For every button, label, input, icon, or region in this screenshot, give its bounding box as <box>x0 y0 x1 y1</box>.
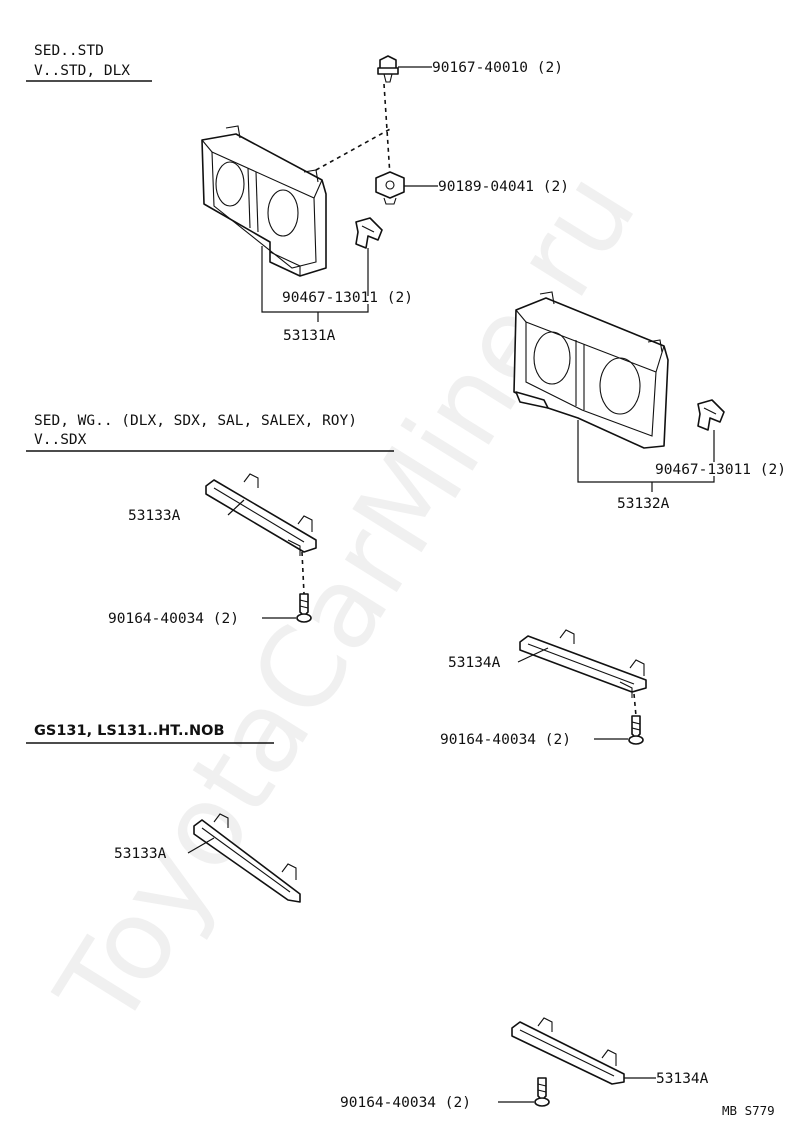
watermark: ToyotaCarMine.ru <box>32 151 661 1050</box>
header-group2-line1: SED, WG.. (DLX, SDX, SAL, SALEX, ROY) <box>34 413 357 429</box>
callout-90164-40034-middle: 90164-40034 (2) <box>440 732 571 748</box>
header-group1-line1: SED..STD <box>34 43 104 59</box>
callout-53131a: 53131A <box>283 328 336 344</box>
callout-53132a: 53132A <box>617 496 670 512</box>
headlamp-bezel-53131a <box>201 125 327 277</box>
clip-90467-13011-right-icon <box>697 399 725 431</box>
screw-90164-40034-lower-icon <box>534 1077 550 1107</box>
leader-line <box>517 647 549 663</box>
header-group2-line2: V..SDX <box>34 432 87 448</box>
assembly-line <box>301 551 305 595</box>
callout-90467-13011-upper: 90467-13011 (2) <box>282 290 413 306</box>
callout-90167-40010: 90167-40010 (2) <box>432 60 563 76</box>
nut-90189-04041-icon <box>375 171 405 205</box>
callout-53134a-lower: 53134A <box>656 1071 709 1087</box>
bracket-53133a-lower <box>193 813 301 903</box>
callout-53134a-upper: 53134A <box>448 655 501 671</box>
bracket-53134a-upper <box>519 629 647 698</box>
callout-90164-40034-upper: 90164-40034 (2) <box>108 611 239 627</box>
assembly-line <box>633 693 637 717</box>
diagram-code: MB S779 <box>722 1103 775 1118</box>
bracket-53134a-lower <box>511 1017 625 1085</box>
clip-90167-40010-icon <box>377 55 399 83</box>
leader-line <box>577 420 715 483</box>
leader-line <box>261 246 369 313</box>
clip-90467-13011-icon <box>355 217 383 249</box>
callout-53133a-lower: 53133A <box>114 846 167 862</box>
header-group3: GS131, LS131..HT..NOB <box>34 723 225 739</box>
header-group1-line2: V..STD, DLX <box>34 63 130 79</box>
bracket-53133a-upper <box>205 473 317 556</box>
screw-90164-40034-icon <box>296 593 312 623</box>
leader-line <box>227 499 245 516</box>
callout-90164-40034-lower: 90164-40034 (2) <box>340 1095 471 1111</box>
headlamp-bezel-53132a <box>513 291 669 449</box>
callout-53133a-upper: 53133A <box>128 508 181 524</box>
leader-line <box>187 837 215 854</box>
assembly-line <box>315 127 393 171</box>
callout-90189-04041: 90189-04041 (2) <box>438 179 569 195</box>
callout-90467-13011-right: 90467-13011 (2) <box>655 462 786 478</box>
screw-90164-40034-right-icon <box>628 715 644 745</box>
